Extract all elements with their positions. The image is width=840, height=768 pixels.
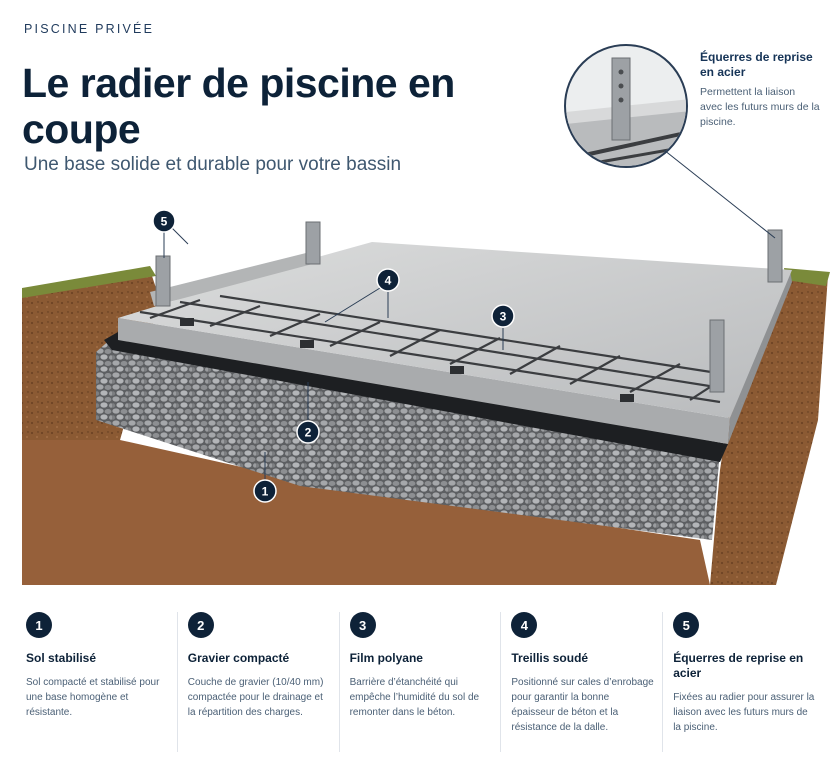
steel-brackets bbox=[155, 221, 783, 393]
svg-text:4: 4 bbox=[385, 274, 392, 288]
legend-number-badge: 3 bbox=[349, 612, 376, 638]
legend-number-badge: 2 bbox=[187, 612, 214, 638]
soil-trench-bottom bbox=[22, 440, 710, 585]
legend-description: Sol compacté et stabilisé pour une base … bbox=[26, 677, 160, 718]
slab-back-lip bbox=[150, 250, 320, 306]
legend: 1 Sol stabilisé Sol compacté et stabilis… bbox=[16, 612, 824, 752]
page-title: Le radier de piscine en coupe bbox=[22, 60, 455, 152]
legend-description: Positionné sur cales d’enrobage pour gar… bbox=[511, 677, 654, 733]
slab-right-face bbox=[728, 270, 792, 444]
legend-title: Sol stabilisé bbox=[26, 651, 97, 665]
legend-item-treillis: 4 Treillis soudé Positionné sur cales d’… bbox=[501, 612, 664, 752]
legend-title: Équerres de reprise en acier bbox=[673, 651, 804, 680]
legend-item-sol: 1 Sol stabilisé Sol compacté et stabilis… bbox=[16, 612, 178, 752]
legend-description: Barrière d’étanchéité qui empêche l’humi… bbox=[349, 677, 480, 718]
marker-2: 2 bbox=[296, 420, 320, 444]
polyane-film bbox=[104, 332, 728, 462]
legend-title: Gravier compacté bbox=[187, 651, 290, 665]
detail-callout-title: Équerres de reprise en acier bbox=[700, 50, 813, 79]
legend-description: Fixées au radier pour assurer la liaison… bbox=[673, 692, 815, 733]
marker-4: 4 bbox=[376, 268, 400, 292]
svg-text:5: 5 bbox=[161, 215, 168, 229]
marker-1: 1 bbox=[253, 479, 277, 503]
legend-title: Film polyane bbox=[349, 651, 423, 665]
legend-description: Couche de gravier (10/40 mm) compactée p… bbox=[187, 677, 324, 718]
detail-callout-description: Permettent la liaison avec les futurs mu… bbox=[700, 86, 820, 128]
grass-right bbox=[784, 268, 830, 286]
legend-title: Treillis soudé bbox=[511, 651, 589, 665]
gravel-layer bbox=[96, 338, 720, 540]
legend-number-badge: 4 bbox=[511, 612, 538, 638]
legend-item-equerres: 5 Équerres de reprise en acier Fixées au… bbox=[663, 612, 824, 752]
legend-item-gravier: 2 Gravier compacté Couche de gravier (10… bbox=[178, 612, 340, 752]
marker-5: 5 bbox=[152, 209, 176, 233]
slab-top-face bbox=[118, 242, 792, 418]
eyebrow-label: PISCINE PRIVÉE bbox=[24, 22, 155, 36]
marker-leaders bbox=[163, 227, 504, 480]
mesh-spacers bbox=[180, 318, 634, 402]
svg-text:1: 1 bbox=[262, 485, 269, 499]
welded-mesh bbox=[139, 294, 725, 404]
detail-zoom-circle bbox=[564, 44, 688, 168]
page-subtitle: Une base solide et durable pour votre ba… bbox=[24, 154, 402, 175]
legend-item-film: 3 Film polyane Barrière d’étanchéité qui… bbox=[340, 612, 502, 752]
svg-text:3: 3 bbox=[500, 310, 507, 324]
svg-text:2: 2 bbox=[305, 426, 312, 440]
slab-front-face bbox=[118, 318, 730, 444]
legend-number-badge: 1 bbox=[26, 612, 52, 638]
legend-number-badge: 5 bbox=[673, 612, 700, 638]
pool-slab-cross-section: 1 2 3 4 5 bbox=[22, 44, 830, 585]
marker-3: 3 bbox=[491, 304, 515, 328]
grass-left bbox=[22, 266, 156, 298]
detail-leader-line bbox=[663, 149, 776, 239]
